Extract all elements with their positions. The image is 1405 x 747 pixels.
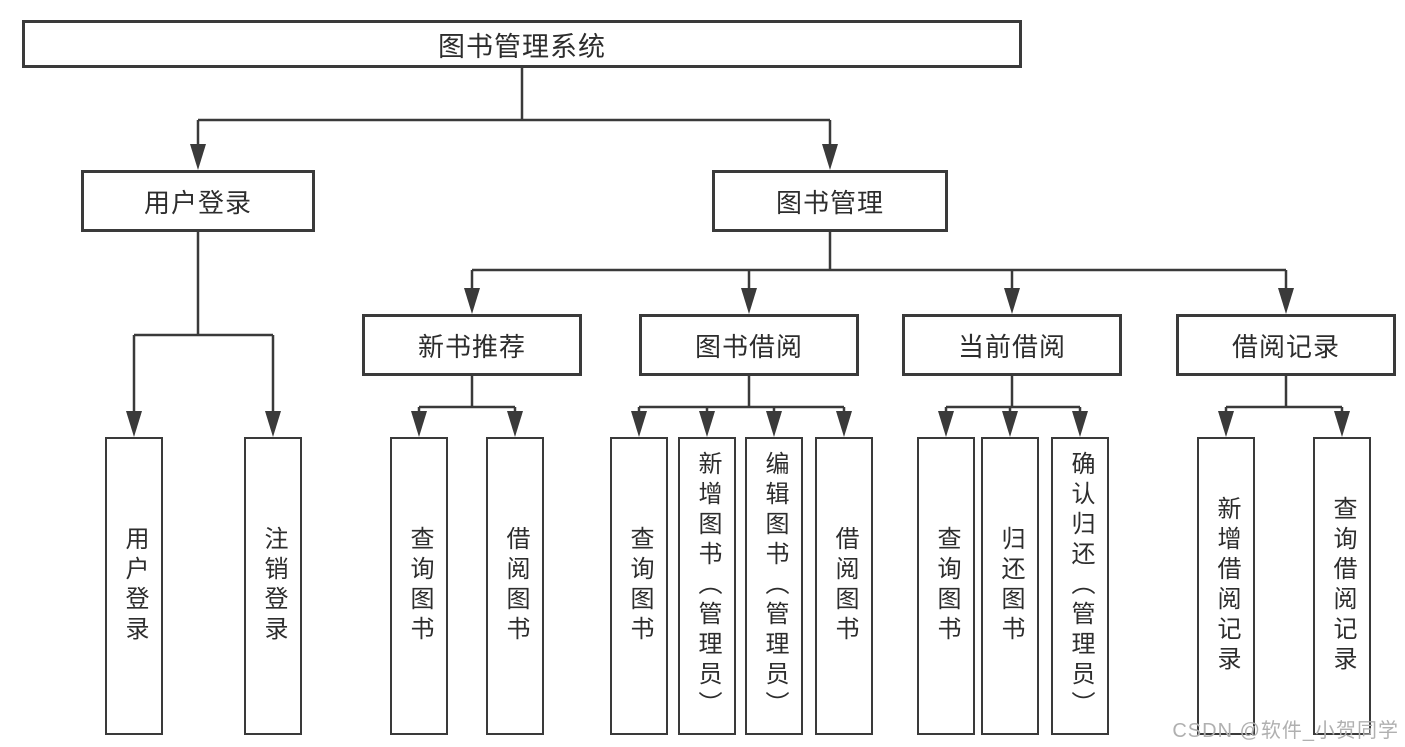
node-user-login-leaf: 用户登录 xyxy=(105,437,163,735)
node-confirm-return-admin: 确认归还（管理员） xyxy=(1051,437,1109,735)
node-add-book-admin: 新增图书（管理员） xyxy=(678,437,736,735)
node-label: 归还图书 xyxy=(997,526,1024,646)
node-label: 借阅图书 xyxy=(831,526,858,646)
node-borrowing-records: 借阅记录 xyxy=(1176,314,1396,376)
arrowheads xyxy=(126,144,1350,437)
node-label: 确认归还（管理员） xyxy=(1067,451,1094,721)
node-book-management: 图书管理 xyxy=(712,170,948,232)
node-logout: 注销登录 xyxy=(244,437,302,735)
node-borrow-books-recommend: 借阅图书 xyxy=(486,437,544,735)
node-query-books-borrow: 查询图书 xyxy=(610,437,668,735)
node-label: 新增图书（管理员） xyxy=(694,451,721,721)
node-label: 查询图书 xyxy=(406,526,433,646)
node-add-borrow-record: 新增借阅记录 xyxy=(1197,437,1255,735)
node-label: 查询借阅记录 xyxy=(1329,496,1356,676)
node-borrow-books-leaf: 借阅图书 xyxy=(815,437,873,735)
node-book-borrowing: 图书借阅 xyxy=(639,314,859,376)
node-label: 查询图书 xyxy=(626,526,653,646)
node-edit-book-admin: 编辑图书（管理员） xyxy=(745,437,803,735)
node-user-login: 用户登录 xyxy=(81,170,315,232)
node-new-book-recommend: 新书推荐 xyxy=(362,314,582,376)
node-label: 查询图书 xyxy=(933,526,960,646)
node-label: 注销登录 xyxy=(260,526,287,646)
node-label: 用户登录 xyxy=(121,526,148,646)
node-query-books-current: 查询图书 xyxy=(917,437,975,735)
node-library-management-system: 图书管理系统 xyxy=(22,20,1022,68)
node-return-books: 归还图书 xyxy=(981,437,1039,735)
connector-paths xyxy=(132,68,1344,417)
node-current-borrowing: 当前借阅 xyxy=(902,314,1122,376)
node-query-books-recommend: 查询图书 xyxy=(390,437,448,735)
csdn-watermark: CSDN @软件_小贺同学 xyxy=(1172,720,1399,742)
node-label: 借阅图书 xyxy=(502,526,529,646)
node-label: 编辑图书（管理员） xyxy=(761,451,788,721)
node-label: 新增借阅记录 xyxy=(1213,496,1240,676)
node-query-borrow-record: 查询借阅记录 xyxy=(1313,437,1371,735)
